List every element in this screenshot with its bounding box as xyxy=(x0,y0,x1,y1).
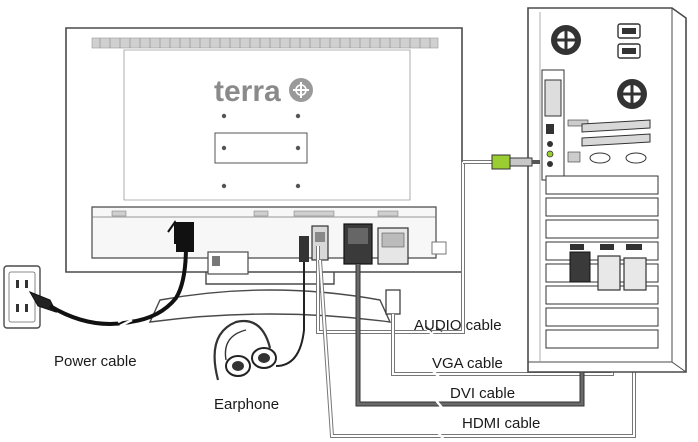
label-vga-cable: VGA cable xyxy=(432,355,503,372)
brand-logo-emblem xyxy=(289,78,313,102)
io-shield xyxy=(541,69,589,181)
power-cable xyxy=(28,220,194,328)
dvi-connector-pc xyxy=(569,251,591,283)
monitor-button xyxy=(431,241,447,255)
label-power-cable: Power cable xyxy=(54,353,137,370)
case-fan-icon xyxy=(617,79,647,109)
earphone xyxy=(213,236,309,383)
hdmi-connector-pc xyxy=(597,255,621,291)
label-earphone: Earphone xyxy=(214,396,279,413)
monitor-top-vent xyxy=(91,37,439,49)
psu-fan-icon xyxy=(551,25,581,55)
label-audio-cable: AUDIO cable xyxy=(414,317,502,334)
dvi-connector-monitor xyxy=(343,223,373,265)
monitor-back: terra xyxy=(65,27,463,323)
gpu-ports xyxy=(570,244,642,250)
psu-power-sockets xyxy=(617,23,641,59)
label-hdmi-cable: HDMI cable xyxy=(462,415,540,432)
label-dvi-cable: DVI cable xyxy=(450,385,515,402)
power-arrow-icon xyxy=(167,220,183,244)
monitor-inner-panel xyxy=(123,49,411,201)
brand-logo: terra xyxy=(214,75,281,108)
audio-plug-pc xyxy=(491,154,540,170)
vesa-mount xyxy=(214,113,308,189)
monitor-stand xyxy=(148,251,392,323)
pc-tower xyxy=(491,7,687,373)
vga-connector-pc xyxy=(623,257,647,291)
cable-break-marks xyxy=(425,325,447,442)
